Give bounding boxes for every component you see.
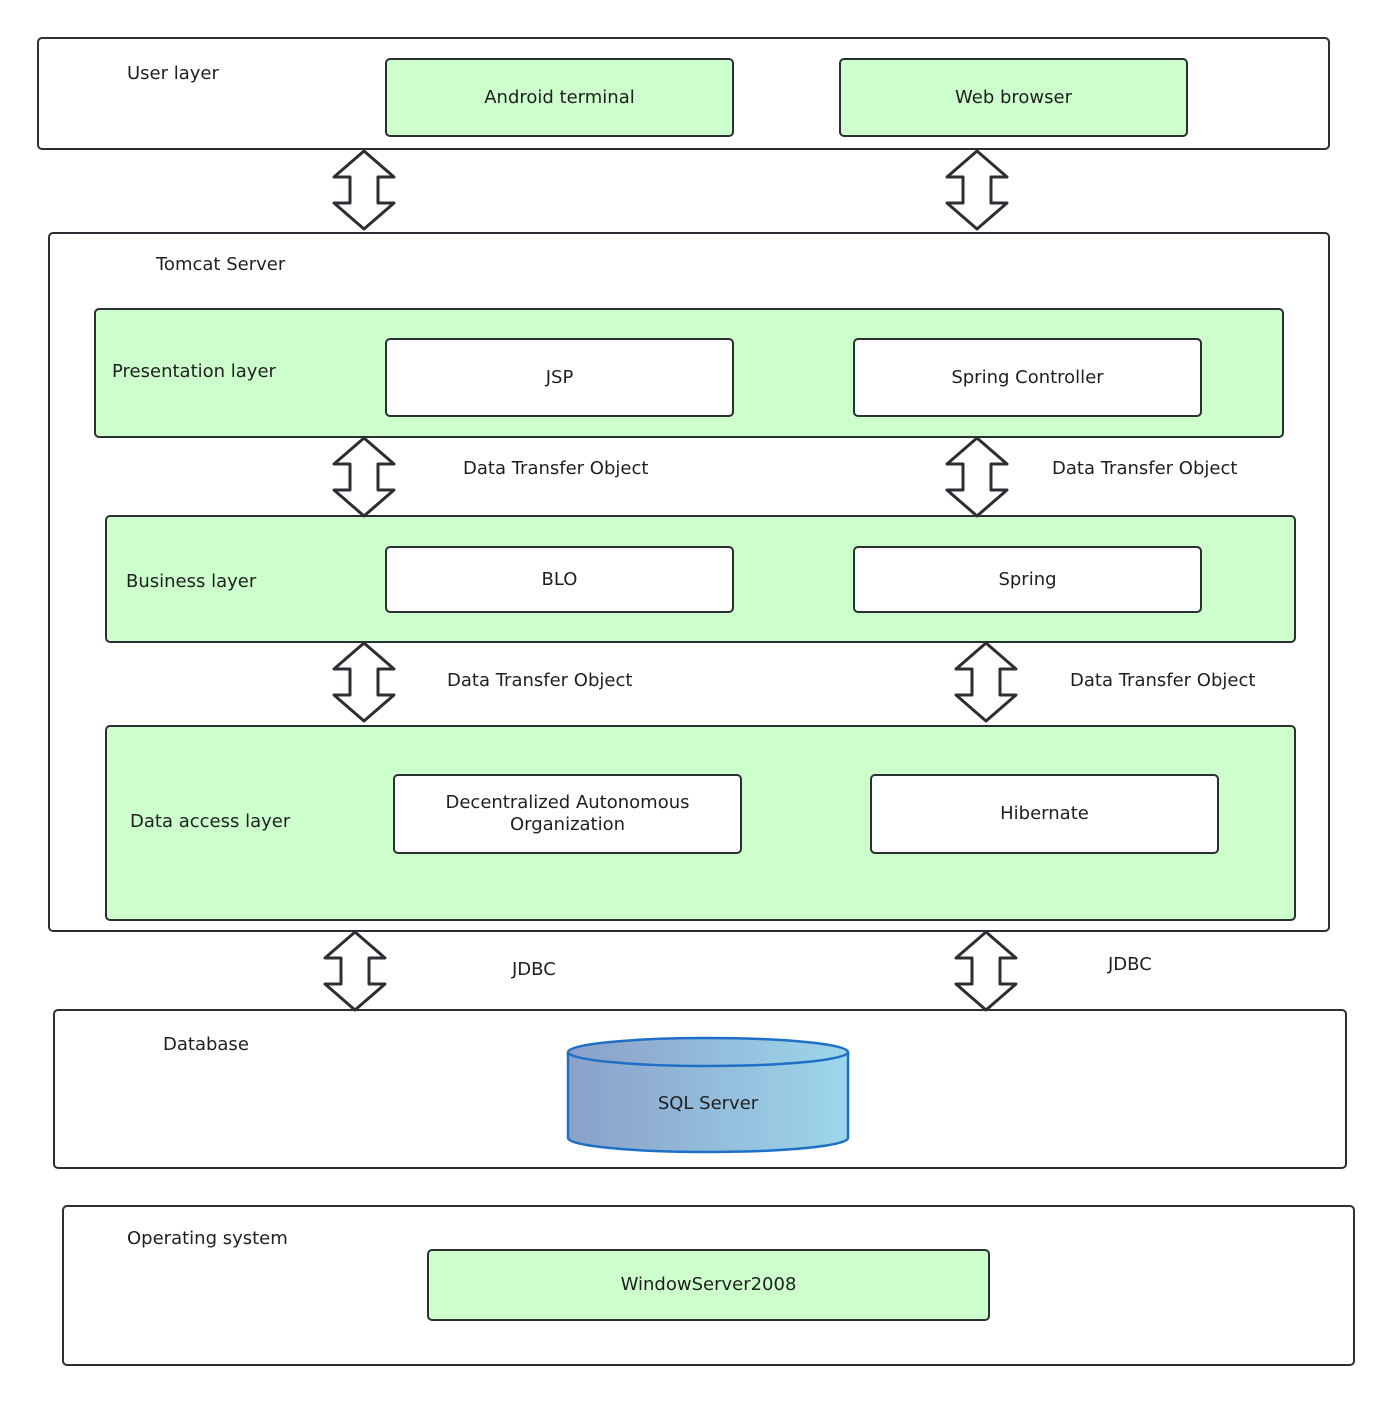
double-arrow-icon xyxy=(954,641,1018,723)
double-arrow-icon xyxy=(945,436,1009,518)
jsp-box: JSP xyxy=(385,338,734,417)
double-arrow-icon xyxy=(954,930,1018,1012)
data-access-layer-title: Data access layer xyxy=(130,811,291,832)
user-layer-title: User layer xyxy=(127,63,219,84)
dto-label: Data Transfer Object xyxy=(447,670,633,691)
android-terminal-box: Android terminal xyxy=(385,58,734,137)
windowserver-box: WindowServer2008 xyxy=(427,1249,990,1321)
spring-controller-box: Spring Controller xyxy=(853,338,1202,417)
dto-label: Data Transfer Object xyxy=(1052,458,1238,479)
spring-box: Spring xyxy=(853,546,1202,613)
business-layer-title: Business layer xyxy=(126,571,257,592)
double-arrow-icon xyxy=(332,436,396,518)
dto-label: Data Transfer Object xyxy=(463,458,649,479)
hibernate-box: Hibernate xyxy=(870,774,1219,854)
dao-box: Decentralized Autonomous Organization xyxy=(393,774,742,854)
double-arrow-icon xyxy=(332,149,396,231)
sql-server-label: SQL Server xyxy=(657,1093,759,1114)
blo-box: BLO xyxy=(385,546,734,613)
jdbc-label: JDBC xyxy=(512,959,556,980)
presentation-layer-title: Presentation layer xyxy=(112,361,276,382)
double-arrow-icon xyxy=(945,149,1009,231)
database-title: Database xyxy=(163,1034,249,1055)
double-arrow-icon xyxy=(332,641,396,723)
database-cylinder-icon xyxy=(566,1036,850,1154)
web-browser-box: Web browser xyxy=(839,58,1188,137)
dto-label: Data Transfer Object xyxy=(1070,670,1256,691)
tomcat-server-title: Tomcat Server xyxy=(156,254,286,275)
jdbc-label: JDBC xyxy=(1108,954,1152,975)
double-arrow-icon xyxy=(323,930,387,1012)
os-title: Operating system xyxy=(127,1228,288,1249)
